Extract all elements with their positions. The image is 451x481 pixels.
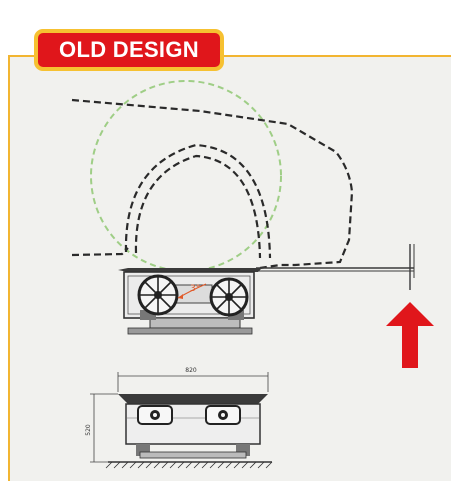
dimension-width: 820: [185, 367, 197, 374]
arrow-up-icon: [386, 302, 434, 368]
clearance-circle: [90, 80, 282, 272]
right-wheel: [209, 277, 249, 317]
rotation-label: 3°: [190, 284, 200, 294]
wheel-arch-inner: [134, 154, 262, 259]
design-badge: OLD DESIGN: [34, 29, 224, 71]
rotation-arrowhead: [178, 294, 183, 299]
dimension-height: 520: [85, 424, 92, 436]
base-outline-left: [71, 247, 129, 257]
body-outline: [71, 98, 354, 270]
left-wheel: [137, 274, 179, 316]
wheel-arch-outer: [124, 143, 272, 259]
lower-machine: 820 520: [85, 367, 273, 469]
